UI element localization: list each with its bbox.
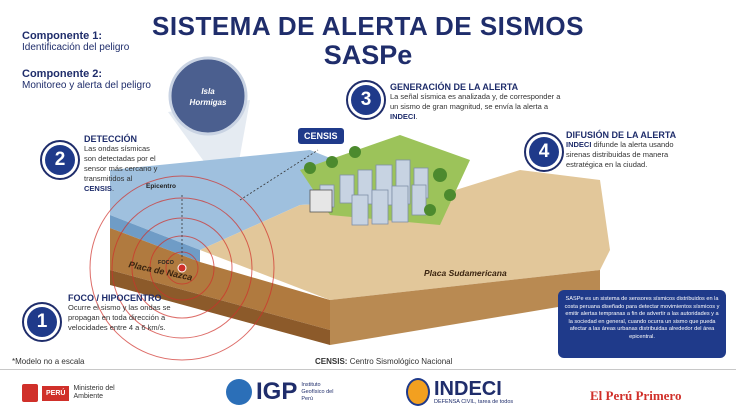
continent-surface: [200, 170, 610, 300]
peru-label: PERÚ: [42, 385, 70, 401]
peru-shield-icon: [22, 384, 38, 402]
component-2-heading: Componente 2:: [22, 68, 103, 80]
component-1: Componente 1: Identificación del peligro: [22, 30, 129, 53]
step-1: FOCO / HIPOCENTRO Ocurre el sismo y las …: [68, 293, 176, 333]
sensor-link: [239, 149, 319, 201]
step-2-badge: 2: [40, 140, 80, 180]
epicenter-label: Epicentro: [146, 183, 176, 190]
step-3-text: La señal sísmica es analizada y, de corr…: [390, 92, 561, 121]
step-3-badge: 3: [346, 80, 386, 120]
trees: [304, 146, 456, 216]
step-1-text: Ocurre el sismo y las ondas se propagan …: [68, 303, 171, 332]
indeci-emblem-icon: [406, 378, 430, 406]
indeci-logo: INDECI DEFENSA CIVIL, tarea de todos: [406, 378, 513, 406]
step-4-badge: 4: [524, 132, 564, 172]
step-1-badge: 1: [22, 302, 62, 342]
island-magnifier: [168, 56, 248, 136]
component-1-heading: Componente 1:: [22, 30, 103, 42]
step-2-heading: DETECCIÓN: [84, 134, 138, 144]
indeci-text-group: INDECI DEFENSA CIVIL, tarea de todos: [434, 379, 513, 405]
ministerio-label: Ministerio del Ambiente: [73, 385, 115, 400]
island-label: Isla Hormigas: [189, 87, 227, 107]
focus-label: FOCO: [158, 260, 174, 266]
minam-logo: PERÚ Ministerio del Ambiente: [22, 384, 125, 402]
nazca-plate-lower: [110, 270, 330, 345]
step-3: GENERACIÓN DE LA ALERTA La señal sísmica…: [390, 82, 570, 122]
step-1-number: 1: [27, 307, 57, 337]
footer-divider: [0, 369, 736, 370]
step-4-text: INDECI difunde la alerta usando sirenas …: [566, 140, 674, 169]
component-1-text: Identificación del peligro: [22, 42, 130, 53]
step-4-heading: DIFUSIÓN DE LA ALERTA: [566, 130, 677, 140]
step-3-number: 3: [351, 85, 381, 115]
igp-label: IGP: [256, 378, 298, 405]
step-1-heading: FOCO / HIPOCENTRO: [68, 293, 162, 303]
page-subtitle: SASPe: [323, 40, 413, 70]
info-box: SASPe es un sistema de sensores sísmicos…: [558, 290, 726, 358]
sudamericana-label: Placa Sudamericana: [424, 268, 507, 278]
step-4-number: 4: [529, 137, 559, 167]
page-title: SISTEMA DE ALERTA DE SISMOS: [152, 11, 584, 41]
continent-face: [330, 270, 600, 345]
step-4: DIFUSIÓN DE LA ALERTA INDECI difunde la …: [566, 130, 696, 170]
scale-note: *Modelo no a escala: [12, 357, 85, 366]
globe-icon: [226, 379, 252, 405]
nazca-plate-face: [110, 228, 330, 330]
elperu-logo: El Perú Primero: [590, 388, 682, 403]
step-2: DETECCIÓN Las ondas sísmicas son detecta…: [84, 134, 164, 194]
igp-logo: IGP Instituto Geofísico del Perú: [226, 378, 341, 406]
igp-sub-label: Instituto Geofísico del Perú: [301, 381, 334, 402]
step-2-number: 2: [45, 145, 75, 175]
indeci-label: INDECI: [434, 378, 502, 400]
step-2-text: Las ondas sísmicas son detectadas por el…: [84, 144, 158, 193]
indeci-sub-label: DEFENSA CIVIL, tarea de todos: [434, 399, 514, 405]
censis-tag: CENSIS: [298, 128, 344, 144]
component-2-text: Monitoreo y alerta del peligro: [22, 80, 151, 91]
censis-note: CENSIS: Centro Sismológico Nacional: [315, 357, 453, 366]
sea-depth: [110, 215, 200, 262]
step-3-heading: GENERACIÓN DE LA ALERTA: [390, 82, 519, 92]
focus-point: [177, 263, 187, 273]
component-2: Componente 2: Monitoreo y alerta del pel…: [22, 68, 151, 91]
censis-building: [309, 189, 333, 213]
